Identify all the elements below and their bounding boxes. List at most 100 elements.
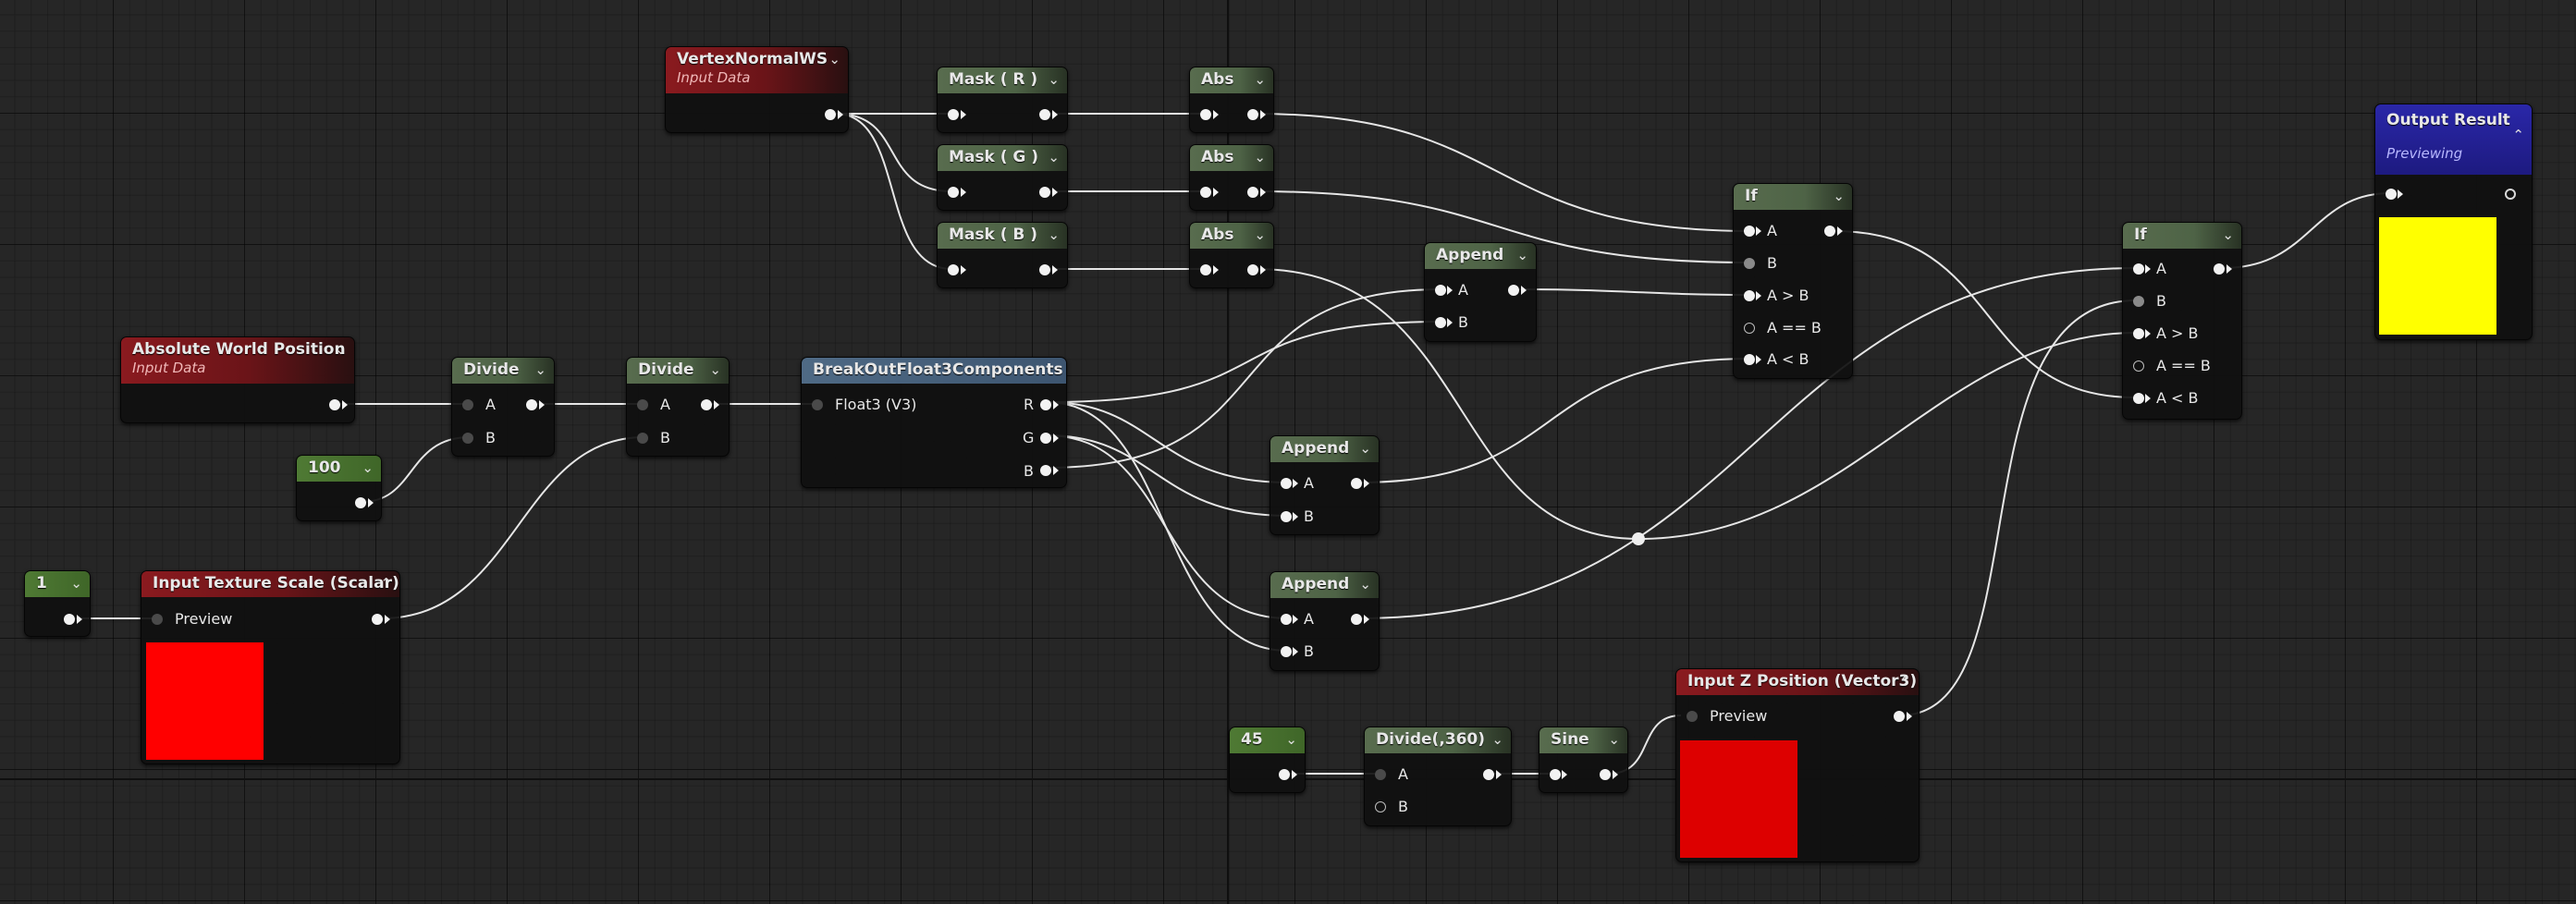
node-mask-r[interactable]: Mask ( R ) ⌄ xyxy=(937,67,1068,133)
input-pin-a[interactable] xyxy=(637,399,648,410)
chevron-down-icon[interactable]: ⌄ xyxy=(1516,247,1528,263)
input-pin-b[interactable] xyxy=(637,433,648,444)
node-header[interactable]: BreakOutFloat3Components xyxy=(802,358,1066,384)
input-pin-a[interactable] xyxy=(462,399,473,410)
input-pin-a[interactable] xyxy=(1435,285,1446,296)
chevron-down-icon[interactable]: ⌄ xyxy=(1608,731,1620,748)
chevron-down-icon[interactable]: ⌄ xyxy=(2222,226,2234,243)
node-abs-1[interactable]: Abs ⌄ xyxy=(1189,67,1274,133)
input-pin-a-lt-b[interactable] xyxy=(1744,354,1755,365)
chevron-down-icon[interactable]: ⌄ xyxy=(1359,576,1371,592)
output-pin[interactable] xyxy=(1039,187,1050,198)
node-divide-2[interactable]: Divide ⌄ A B xyxy=(626,357,730,457)
node-append-1[interactable]: Append ⌄ A B xyxy=(1424,242,1537,342)
input-pin-float3[interactable] xyxy=(812,399,823,410)
input-pin[interactable] xyxy=(948,109,959,120)
input-pin[interactable] xyxy=(1550,769,1561,780)
output-pin[interactable] xyxy=(1039,264,1050,275)
node-header[interactable]: Divide ⌄ xyxy=(627,358,729,384)
node-header[interactable]: If ⌄ xyxy=(1734,184,1852,210)
output-pin[interactable] xyxy=(329,399,340,410)
node-header[interactable]: Divide(,360) ⌄ xyxy=(1365,727,1511,753)
output-pin[interactable] xyxy=(372,614,383,625)
node-header[interactable]: Sine ⌄ xyxy=(1539,727,1627,753)
input-pin-a-lt-b[interactable] xyxy=(2133,393,2144,404)
node-absolute-world-position[interactable]: Absolute World Position Input Data ⌄ xyxy=(120,336,355,423)
output-pin[interactable] xyxy=(355,497,366,508)
output-pin-b[interactable] xyxy=(1040,465,1051,476)
output-pin[interactable] xyxy=(1351,614,1362,625)
input-pin[interactable] xyxy=(948,264,959,275)
input-pin[interactable] xyxy=(2386,189,2397,200)
input-pin-b[interactable] xyxy=(1435,317,1446,328)
input-pin-a-eq-b[interactable] xyxy=(2133,360,2144,372)
output-pin[interactable] xyxy=(526,399,537,410)
node-header[interactable]: Abs ⌄ xyxy=(1190,67,1273,93)
node-divide-1[interactable]: Divide ⌄ A B xyxy=(451,357,555,457)
chevron-down-icon[interactable]: ⌄ xyxy=(1254,149,1266,165)
chevron-down-icon[interactable]: ⌄ xyxy=(1254,226,1266,243)
input-pin-b[interactable] xyxy=(1744,258,1755,269)
chevron-down-icon[interactable]: ⌄ xyxy=(1048,71,1060,88)
node-header[interactable]: 100 ⌄ xyxy=(297,456,381,482)
node-input-z-position[interactable]: Input Z Position (Vector3) ⌃ Preview xyxy=(1675,668,1920,862)
chevron-up-icon[interactable]: ⌃ xyxy=(2512,127,2524,143)
input-pin-a[interactable] xyxy=(2133,263,2144,275)
node-header[interactable]: 45 ⌄ xyxy=(1230,727,1305,753)
chevron-up-icon[interactable]: ⌃ xyxy=(380,575,392,592)
output-pin[interactable] xyxy=(825,109,836,120)
chevron-down-icon[interactable]: ⌄ xyxy=(1491,731,1503,748)
node-header[interactable]: Output Result Previewing ⌃ xyxy=(2375,104,2532,175)
node-append-3[interactable]: Append ⌄ A B xyxy=(1270,571,1380,671)
chevron-down-icon[interactable]: ⌄ xyxy=(1285,731,1297,748)
input-pin-b[interactable] xyxy=(1281,646,1292,657)
output-pin[interactable] xyxy=(2214,263,2225,275)
node-header[interactable]: Append ⌄ xyxy=(1270,572,1379,598)
node-header[interactable]: Mask ( G ) ⌄ xyxy=(938,145,1067,171)
node-if-1[interactable]: If ⌄ A B A > B A == B A < B xyxy=(1733,183,1853,379)
node-vertex-normal-ws[interactable]: VertexNormalWS Input Data ⌄ xyxy=(665,46,849,133)
node-if-2[interactable]: If ⌄ A B A > B A == B A < B xyxy=(2122,222,2242,420)
node-constant-1[interactable]: 1 ⌄ xyxy=(24,570,91,637)
node-header[interactable]: Mask ( R ) ⌄ xyxy=(938,67,1067,93)
node-header[interactable]: Append ⌄ xyxy=(1425,243,1536,269)
chevron-down-icon[interactable]: ⌄ xyxy=(1048,226,1060,243)
node-divide-360[interactable]: Divide(,360) ⌄ A B xyxy=(1364,727,1512,826)
node-abs-3[interactable]: Abs ⌄ xyxy=(1189,222,1274,288)
output-pin[interactable] xyxy=(1247,109,1258,120)
output-pin[interactable] xyxy=(1600,769,1611,780)
chevron-down-icon[interactable]: ⌄ xyxy=(1254,71,1266,88)
node-constant-100[interactable]: 100 ⌄ xyxy=(296,455,382,521)
output-pin-r[interactable] xyxy=(1040,399,1051,410)
node-breakout-float3[interactable]: BreakOutFloat3Components Float3 (V3) R G… xyxy=(801,357,1067,488)
input-pin-a-eq-b[interactable] xyxy=(1744,323,1755,334)
node-constant-45[interactable]: 45 ⌄ xyxy=(1229,727,1306,793)
input-pin-preview[interactable] xyxy=(152,614,163,625)
input-pin[interactable] xyxy=(1200,109,1211,120)
node-header[interactable]: 1 ⌄ xyxy=(25,571,90,597)
input-pin-a-gt-b[interactable] xyxy=(1744,290,1755,301)
node-append-2[interactable]: Append ⌄ A B xyxy=(1270,435,1380,535)
output-pin[interactable] xyxy=(1508,285,1519,296)
node-header[interactable]: Absolute World Position Input Data ⌄ xyxy=(121,337,354,384)
node-output-result[interactable]: Output Result Previewing ⌃ xyxy=(2374,104,2533,340)
chevron-down-icon[interactable]: ⌄ xyxy=(1048,149,1060,165)
input-pin-b[interactable] xyxy=(462,433,473,444)
chevron-down-icon[interactable]: ⌄ xyxy=(362,459,374,476)
input-pin[interactable] xyxy=(1200,264,1211,275)
input-pin-b[interactable] xyxy=(1375,801,1386,812)
input-pin-b[interactable] xyxy=(2133,296,2144,307)
exec-output-icon[interactable] xyxy=(2505,189,2516,200)
output-pin[interactable] xyxy=(1039,109,1050,120)
input-pin-a-gt-b[interactable] xyxy=(2133,328,2144,339)
node-sine[interactable]: Sine ⌄ xyxy=(1539,727,1628,793)
node-abs-2[interactable]: Abs ⌄ xyxy=(1189,144,1274,211)
node-header[interactable]: Input Z Position (Vector3) ⌃ xyxy=(1676,669,1919,695)
output-pin[interactable] xyxy=(64,614,75,625)
node-header[interactable]: Append ⌄ xyxy=(1270,436,1379,462)
output-pin[interactable] xyxy=(1824,226,1835,237)
node-header[interactable]: VertexNormalWS Input Data ⌄ xyxy=(666,47,848,93)
chevron-down-icon[interactable]: ⌄ xyxy=(828,51,840,67)
input-pin-preview[interactable] xyxy=(1687,711,1698,722)
node-header[interactable]: Mask ( B ) ⌄ xyxy=(938,223,1067,249)
